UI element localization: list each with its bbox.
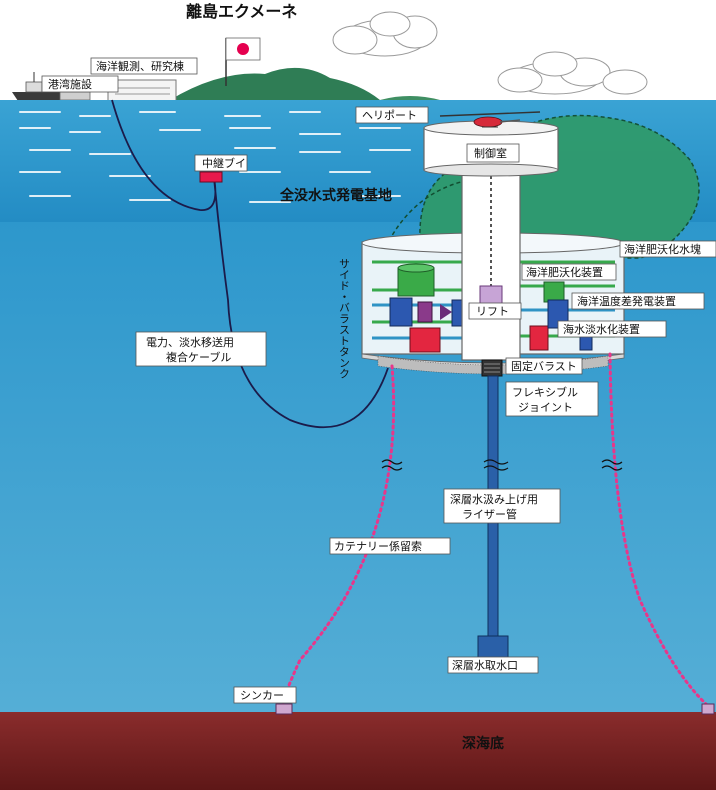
label-relay-buoy: 中継ブイ xyxy=(202,156,246,170)
label-riser-line1: 深層水汲み上げ用 xyxy=(450,493,538,506)
label-fertilizer-device: 海洋肥沃化装置 xyxy=(526,265,603,279)
label-sinker: シンカー xyxy=(240,689,284,702)
label-control-room: 制御室 xyxy=(474,146,507,160)
helicopter-icon xyxy=(439,111,541,128)
label-flex-joint-line1: フレキシブル xyxy=(512,385,578,399)
label-mooring: カテナリー係留索 xyxy=(334,539,422,553)
mooring-breaks xyxy=(381,459,623,471)
waves xyxy=(19,111,411,203)
fertilizer-tank xyxy=(397,263,435,297)
red-unit xyxy=(409,325,549,353)
flag-icon xyxy=(225,37,261,86)
label-harbor: 港湾施設 xyxy=(48,77,92,91)
label-seabed: 深海底 xyxy=(462,735,504,752)
right-equipment xyxy=(543,281,593,351)
control-tower xyxy=(423,120,559,361)
flexible-joint xyxy=(481,359,503,377)
label-desalination: 海水淡水化装置 xyxy=(563,322,640,336)
label-research: 海洋観測、研究棟 xyxy=(96,59,184,73)
label-cable-line2: 複合ケーブル xyxy=(166,350,231,364)
label-fertilized-water: 海洋肥沃化水塊 xyxy=(624,242,701,256)
mooring-lines xyxy=(280,352,710,708)
label-riser-line2: ライザー管 xyxy=(462,507,517,521)
label-otec-device: 海洋温度差発電装置 xyxy=(577,294,676,308)
distant-island xyxy=(170,67,440,100)
label-base: 全没水式発電基地 xyxy=(279,187,392,204)
label-lift: リフト xyxy=(476,305,509,318)
sinker-left xyxy=(275,703,293,715)
label-boxes xyxy=(41,57,716,704)
sinker-right xyxy=(701,703,715,715)
seabed xyxy=(0,712,716,790)
label-fixed-ballast: 固定バラスト xyxy=(511,359,577,373)
label-intake: 深層水取水口 xyxy=(452,659,518,672)
composite-cable xyxy=(111,99,389,429)
label-flex-joint-line2: ジョイント xyxy=(518,401,573,414)
page-title: 離島エクメーネ xyxy=(186,2,297,21)
relay-buoy xyxy=(199,171,223,183)
label-cable-line1: 電力、淡水移送用 xyxy=(146,335,234,349)
otec-unit xyxy=(389,297,469,327)
label-side-ballast: サイド・バラストタンク xyxy=(338,258,351,379)
cloud-left xyxy=(332,11,438,57)
cloud-right xyxy=(497,51,648,95)
label-heliport: ヘリポート xyxy=(362,109,417,122)
